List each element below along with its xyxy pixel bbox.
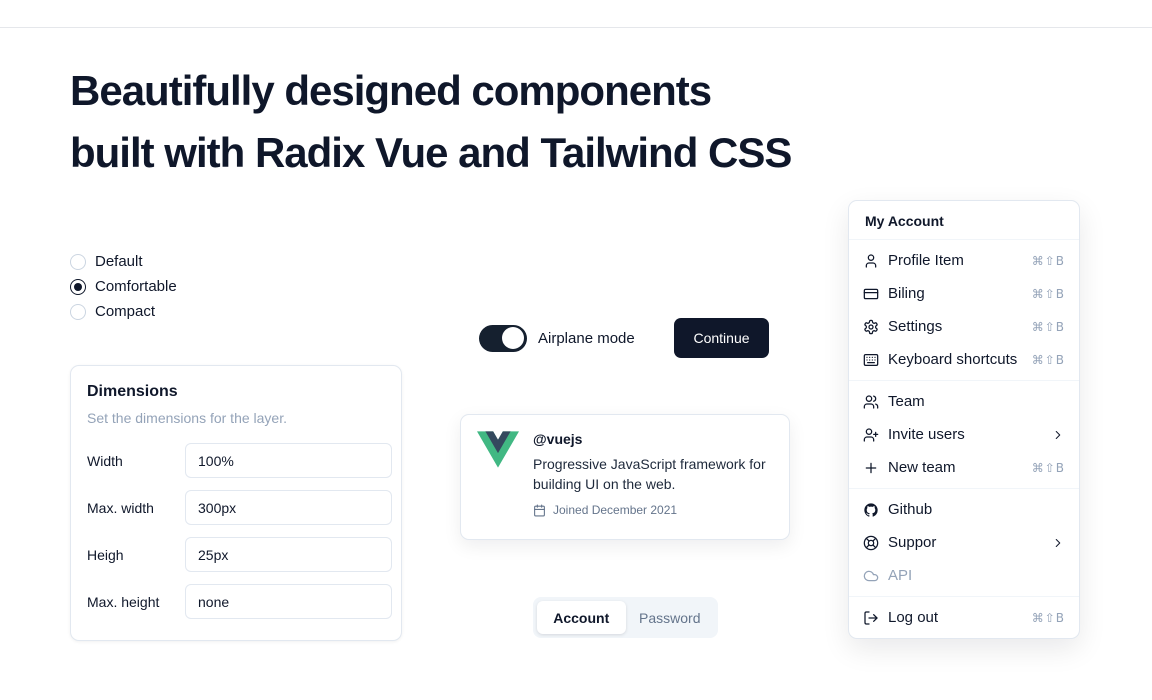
separator [849, 380, 1079, 381]
cloud-icon [863, 568, 879, 584]
dimensions-fields: Width Max. width Heigh Max. height [87, 443, 392, 619]
airplane-mode-label: Airplane mode [538, 329, 635, 347]
menu-item-github[interactable]: Github [849, 493, 1079, 526]
hover-card-body: @vuejs Progressive JavaScript framework … [533, 431, 773, 523]
max-width-input[interactable] [185, 490, 392, 525]
menu-group-3: Github Suppor API [849, 489, 1079, 596]
menu-item-support[interactable]: Suppor [849, 526, 1079, 559]
user-icon [863, 253, 879, 269]
chevron-right-icon [1051, 536, 1065, 550]
menu-item-invite-users[interactable]: Invite users [849, 418, 1079, 451]
height-input[interactable] [185, 537, 392, 572]
radio-option-comfortable[interactable]: Comfortable [70, 274, 177, 299]
separator [849, 239, 1079, 240]
radio-circle-comfortable-selected [70, 278, 86, 295]
height-label: Heigh [87, 546, 124, 563]
page-title-line1: Beautifully designed components [70, 67, 712, 114]
field-row-max-height: Max. height [87, 584, 392, 619]
radio-label: Compact [95, 303, 156, 320]
my-account-menu: My Account Profile Item ⌘⇧B Biling ⌘⇧B [848, 200, 1080, 639]
width-input[interactable] [185, 443, 392, 478]
width-label: Width [87, 452, 123, 469]
joined-text: Joined December 2021 [553, 503, 678, 517]
field-row-width: Width [87, 443, 392, 478]
dimensions-card-title: Dimensions [87, 383, 178, 400]
density-radio-group: Default Comfortable Compact [70, 249, 177, 324]
dimensions-card: Dimensions Set the dimensions for the la… [70, 365, 402, 641]
page-title-line2: built with Radix Vue and Tailwind CSS [70, 129, 792, 176]
shortcut: ⌘⇧B [1031, 253, 1065, 268]
github-icon [863, 502, 879, 518]
shortcut: ⌘⇧B [1031, 352, 1065, 367]
shortcut: ⌘⇧B [1031, 460, 1065, 475]
switch-thumb [502, 327, 524, 349]
menu-item-settings[interactable]: Settings ⌘⇧B [849, 310, 1079, 343]
max-height-label: Max. height [87, 593, 160, 610]
calendar-icon [533, 504, 546, 517]
vuejs-logo-icon [477, 431, 519, 469]
menu-item-new-team[interactable]: New team ⌘⇧B [849, 451, 1079, 484]
gear-icon [863, 319, 879, 335]
shortcut: ⌘⇧B [1031, 286, 1065, 301]
plus-icon [863, 460, 879, 476]
radio-label: Comfortable [95, 278, 177, 295]
menu-item-keyboard-shortcuts[interactable]: Keyboard shortcuts ⌘⇧B [849, 343, 1079, 376]
log-out-icon [863, 610, 879, 626]
menu-item-api-disabled: API [849, 559, 1079, 592]
menu-group-1: Profile Item ⌘⇧B Biling ⌘⇧B Settings ⌘⇧B [849, 240, 1079, 380]
vue-description: Progressive JavaScript framework for bui… [533, 456, 766, 492]
field-row-max-width: Max. width [87, 490, 392, 525]
menu-item-billing[interactable]: Biling ⌘⇧B [849, 277, 1079, 310]
menu-title: My Account [865, 213, 944, 229]
separator [849, 488, 1079, 489]
continue-button[interactable]: Continue [674, 318, 769, 358]
user-plus-icon [863, 427, 879, 443]
field-row-height: Heigh [87, 537, 392, 572]
menu-group-2: Team Invite users New team ⌘⇧B [849, 381, 1079, 488]
keyboard-icon [863, 352, 879, 368]
max-height-input[interactable] [185, 584, 392, 619]
menu-item-team[interactable]: Team [849, 385, 1079, 418]
tab-account[interactable]: Account [537, 601, 626, 634]
radio-circle-compact [70, 303, 86, 320]
radio-label: Default [95, 253, 143, 270]
vue-hover-card: @vuejs Progressive JavaScript framework … [460, 414, 790, 540]
menu-item-log-out[interactable]: Log out ⌘⇧B [849, 601, 1079, 634]
airplane-mode-switch[interactable] [479, 324, 527, 352]
max-width-label: Max. width [87, 499, 154, 516]
radio-option-default[interactable]: Default [70, 249, 177, 274]
credit-card-icon [863, 286, 879, 302]
shortcut: ⌘⇧B [1031, 319, 1065, 334]
top-divider [0, 27, 1152, 28]
menu-item-profile[interactable]: Profile Item ⌘⇧B [849, 244, 1079, 277]
radio-option-compact[interactable]: Compact [70, 299, 177, 324]
chevron-right-icon [1051, 428, 1065, 442]
lifebuoy-icon [863, 535, 879, 551]
shortcut: ⌘⇧B [1031, 610, 1065, 625]
vue-handle: @vuejs [533, 431, 583, 447]
menu-group-4: Log out ⌘⇧B [849, 597, 1079, 638]
tab-password[interactable]: Password [626, 601, 715, 634]
users-icon [863, 394, 879, 410]
airplane-mode-row: Airplane mode [479, 324, 635, 352]
joined-row: Joined December 2021 [533, 503, 773, 517]
page-title: Beautifully designed components built wit… [70, 60, 792, 184]
separator [849, 596, 1079, 597]
dimensions-card-subtitle: Set the dimensions for the layer. [87, 410, 287, 426]
account-password-tabs: Account Password [533, 597, 718, 638]
radio-circle-default [70, 253, 86, 270]
